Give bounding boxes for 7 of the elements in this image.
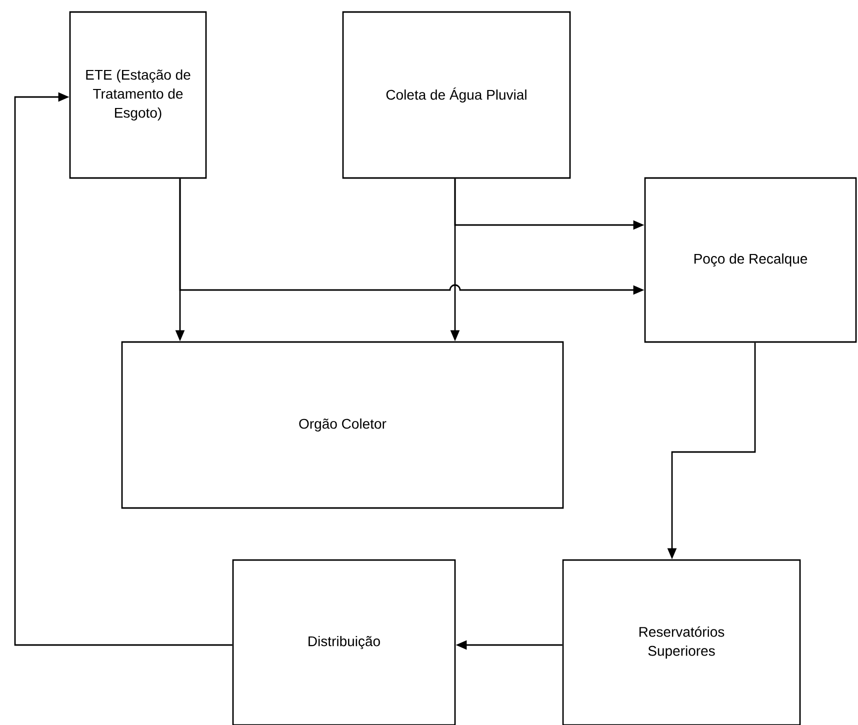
process-box: Reservatórios Superiores (562, 559, 801, 725)
arrow (14, 92, 232, 646)
process-box: Coleta de Água Pluvial (342, 11, 571, 179)
process-box: Orgão Coletor (121, 341, 564, 509)
process-box: Poço de Recalque (644, 177, 857, 343)
process-box: ETE (Estação de Tratamento de Esgoto) (69, 11, 207, 179)
process-box: Distribuição (232, 559, 456, 725)
